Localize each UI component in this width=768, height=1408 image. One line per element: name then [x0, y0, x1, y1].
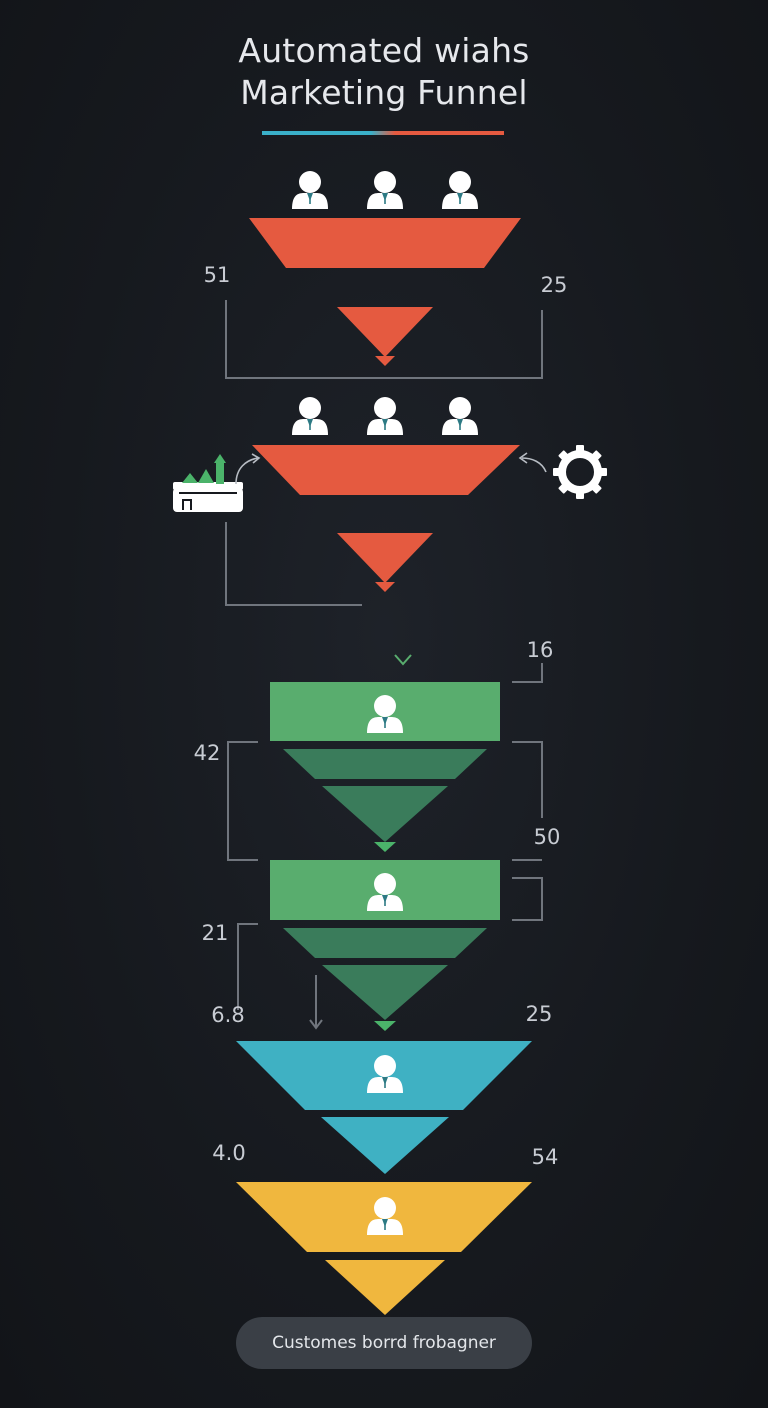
metric-labels: 51 25 16 42 50 21 6.8 25 4.0 54 [194, 263, 568, 1169]
metric-label: 21 [202, 921, 229, 945]
person-group-icon [292, 397, 478, 435]
curved-arrow-left [235, 453, 261, 485]
stage-1-arrow-tip [375, 356, 395, 366]
funnel-stage-2 [252, 397, 520, 592]
metric-label: 4.0 [212, 1141, 245, 1165]
title-line-2: Marketing Funnel [240, 73, 528, 112]
metric-label: 50 [534, 825, 561, 849]
funnel-stage-3 [270, 682, 500, 852]
metric-label: 6.8 [211, 1003, 244, 1027]
title-line-1: Automated wiahs [238, 31, 530, 70]
stage-1-arrow [337, 307, 433, 357]
title-underline [262, 131, 504, 135]
metric-label: 25 [526, 1002, 553, 1026]
funnel-stage-1 [249, 171, 521, 366]
metric-label: 42 [194, 741, 221, 765]
footer-button[interactable]: Customes borrd frobagner [236, 1317, 532, 1369]
stage-4-band [283, 928, 487, 958]
metric-label: 16 [527, 638, 554, 662]
metric-label: 25 [541, 273, 568, 297]
chevron-down-icon [394, 654, 412, 666]
stage-3-band [283, 749, 487, 779]
person-group-icon [292, 171, 478, 209]
funnel-stage-4 [270, 860, 500, 1031]
stage-6-arrow [325, 1260, 445, 1315]
stage-3-arrow [322, 786, 448, 842]
funnel-stage-6 [236, 1182, 532, 1315]
connector-lines [225, 300, 543, 1030]
stage-2-band [252, 445, 520, 495]
stage-4-arrow [322, 965, 448, 1020]
stage-3-arrow-tip [374, 842, 396, 852]
funnel-stage-5 [236, 1041, 532, 1174]
stage-5-arrow [321, 1117, 449, 1174]
curved-arrow-right [518, 452, 547, 473]
stage-4-arrow-tip [374, 1021, 396, 1031]
stage-2-arrow [337, 533, 433, 583]
gear-icon [553, 445, 607, 499]
stage-1-band [249, 218, 521, 268]
metric-label: 51 [204, 263, 231, 287]
metric-label: 54 [532, 1145, 559, 1169]
page-title: Automated wiahs Marketing Funnel [0, 30, 768, 114]
stage-2-arrow-tip [375, 582, 395, 592]
bar-chart-tray-icon [173, 454, 243, 512]
footer-label: Customes borrd frobagner [272, 1333, 496, 1353]
